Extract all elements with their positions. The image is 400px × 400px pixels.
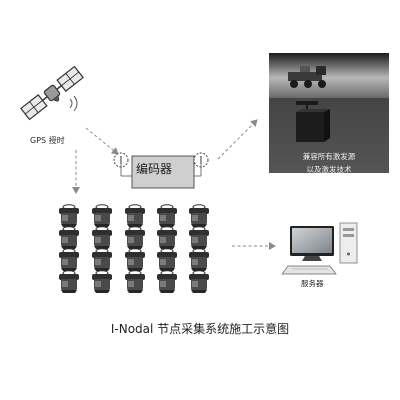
satellite-icon [20, 65, 84, 121]
encoder-box [131, 155, 195, 189]
antenna-icon [113, 152, 132, 177]
diagram-title: I-Nodal 节点采集系统施工示意图 [110, 322, 290, 336]
source-caption-line: 兼容所有激发源 [302, 152, 356, 161]
truck-icon [288, 66, 326, 88]
server-label: 服务器 [301, 279, 324, 288]
source-caption: 兼容所有激发源 以及激发技术 [270, 150, 388, 176]
encoder-label: 编码器 [136, 162, 173, 176]
source-caption-line: 以及激发技术 [306, 165, 352, 174]
antenna-icon [193, 152, 209, 177]
encoder-source-arrow [217, 119, 258, 160]
source-device-icon [296, 101, 330, 142]
server-icon [281, 222, 358, 275]
signal-waves [69, 95, 78, 112]
gps-to-encoder-arrow [85, 127, 119, 155]
gps-label: GPS 授时 [30, 136, 65, 145]
node-grid [58, 204, 210, 294]
source-photo-panel [269, 53, 389, 173]
